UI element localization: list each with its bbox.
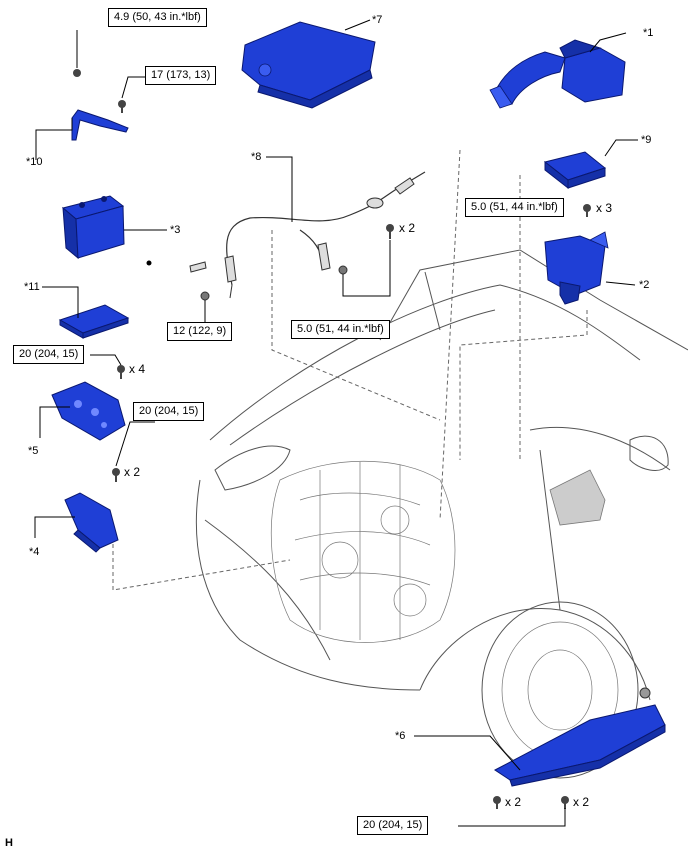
callout-8: *8 — [251, 151, 262, 163]
callout-4: *4 — [29, 546, 40, 558]
qty-x4: x 4 — [129, 362, 146, 376]
bolt-icon-bottom-b — [561, 796, 569, 809]
air-cleaner-duct-part — [489, 39, 626, 109]
torque-box-12: 12 (122, 9) — [167, 322, 233, 341]
torque-box-20-bottom: 20 (204, 15) — [357, 816, 429, 835]
torque-box-49: 4.9 (50, 43 in.*lbf) — [108, 8, 207, 27]
callout-9: *9 — [641, 134, 652, 146]
qty-x2-bottom-a: x 2 — [505, 795, 522, 809]
callout-11: *11 — [24, 281, 40, 293]
battery-tray-part — [58, 304, 130, 339]
battery-clamp-part — [71, 109, 129, 141]
rear-under-cover-part — [494, 704, 666, 787]
torque-box-50-right: 5.0 (51, 44 in.*lbf) — [465, 198, 564, 217]
hood-lock-cable-part — [189, 171, 426, 299]
bolt-icon-bottom-a — [493, 796, 501, 809]
qty-x2-center: x 2 — [399, 221, 416, 235]
callout-6: *6 — [395, 730, 406, 742]
bolt-icon-17 — [118, 100, 126, 113]
callout-2: *2 — [639, 279, 650, 291]
callout-5: *5 — [28, 445, 39, 457]
callout-1: *1 — [643, 27, 654, 39]
qty-x2-bottom-b: x 2 — [573, 795, 590, 809]
callout-3: *3 — [170, 224, 181, 236]
bolt-icon-50-right — [583, 204, 591, 217]
engine-cover-part — [241, 21, 376, 109]
torque-box-20-mid: 20 (204, 15) — [133, 402, 205, 421]
bolt-icon-20-left — [117, 365, 125, 379]
bolt-icon-20-mid — [112, 468, 120, 482]
qty-x3: x 3 — [596, 201, 613, 215]
bolt-icon-50-center — [386, 224, 394, 239]
nut-icon-bottom — [639, 687, 651, 699]
side-under-cover-part — [64, 492, 119, 553]
air-cleaner-case-part — [544, 231, 609, 305]
leader-lines — [34, 19, 638, 827]
reference-lines — [112, 149, 588, 591]
fastener-icons — [73, 69, 651, 809]
bolt-icon-49 — [73, 69, 81, 77]
torque-box-20-left: 20 (204, 15) — [13, 345, 85, 364]
dot-marker-icon — [146, 260, 152, 266]
diagram-code: H — [5, 837, 13, 849]
torque-box-17: 17 (173, 13) — [145, 66, 217, 85]
callout-7: *7 — [372, 14, 383, 26]
torque-box-50-center: 5.0 (51, 44 in.*lbf) — [291, 320, 390, 339]
qty-x2-left: x 2 — [124, 465, 141, 479]
front-under-cover-part — [51, 381, 126, 441]
clip-icon-center — [338, 265, 348, 275]
car-body-outline — [195, 249, 688, 779]
nut-icon-12 — [200, 291, 210, 301]
callout-10: *10 — [26, 156, 43, 168]
air-cleaner-cap-part — [543, 151, 607, 190]
battery-part — [61, 195, 125, 260]
